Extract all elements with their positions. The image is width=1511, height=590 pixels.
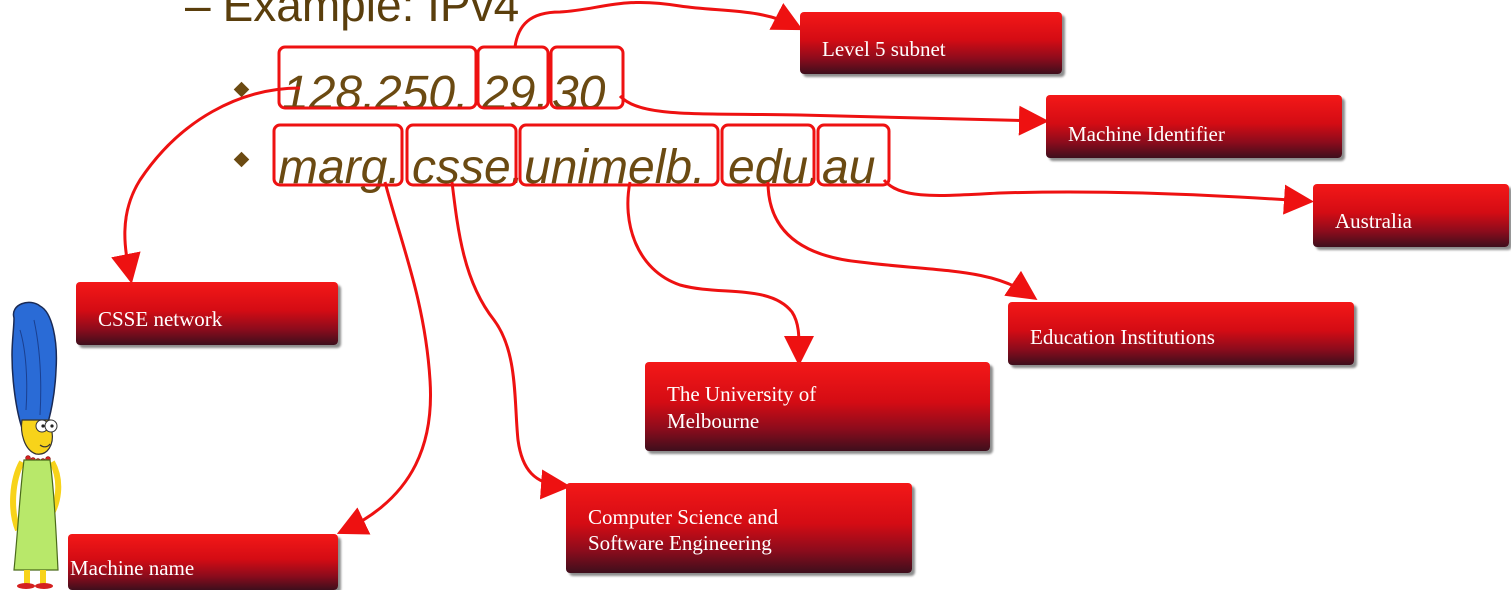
domain-box-edu	[720, 123, 816, 187]
label-csse-line1: Computer Science and	[588, 505, 779, 529]
label-australia-text: Australia	[1335, 209, 1412, 233]
label-education-institutions: Education Institutions	[1008, 302, 1354, 365]
label-level5-subnet: Level 5 subnet	[800, 12, 1062, 74]
label-machine-name-text: Machine name	[70, 556, 195, 580]
arrow-education-institutions	[766, 181, 1038, 301]
arrow-computer-science	[450, 181, 571, 500]
ip-octet-box-250-marker	[476, 45, 550, 110]
marge-illustration	[10, 301, 62, 589]
domain-box-au	[816, 123, 891, 187]
arrow-level5-subnet	[513, 0, 804, 48]
heading-dash: –	[185, 0, 211, 31]
slide-heading: –Example: IPv4	[185, 0, 519, 28]
label-university-line2: Melbourne	[667, 409, 760, 433]
domain-box-unimelb	[518, 123, 720, 187]
label-csse-line2: Software Engineering	[588, 531, 772, 555]
domain-box-marg	[272, 123, 404, 187]
label-machine-identifier-text: Machine Identifier	[1068, 122, 1225, 146]
label-australia: Australia	[1313, 184, 1509, 247]
label-machine-identifier: Machine Identifier	[1046, 95, 1342, 158]
label-university-melbourne: The University of Melbourne	[645, 362, 990, 451]
label-university-line1: The University of	[667, 382, 817, 406]
label-csse-network-text: CSSE network	[98, 307, 223, 331]
ip-octet-box-128	[277, 45, 478, 110]
label-computer-science: Computer Science and Software Engineerin…	[566, 483, 912, 573]
domain-box-csse	[405, 123, 518, 187]
arrow-machine-name	[336, 181, 432, 535]
label-education-institutions-text: Education Institutions	[1030, 325, 1215, 349]
label-level5-subnet-text: Level 5 subnet	[822, 37, 946, 61]
label-machine-name: Machine name	[68, 534, 338, 590]
heading-text: Example: IPv4	[222, 0, 520, 31]
label-csse-network: CSSE network	[76, 282, 338, 345]
ip-octet-box-30	[549, 45, 625, 110]
arrow-csse-network	[111, 86, 301, 284]
arrow-australia	[882, 178, 1314, 215]
arrow-university-melbourne	[626, 181, 815, 366]
arrow-machine-identifier	[618, 94, 1049, 136]
